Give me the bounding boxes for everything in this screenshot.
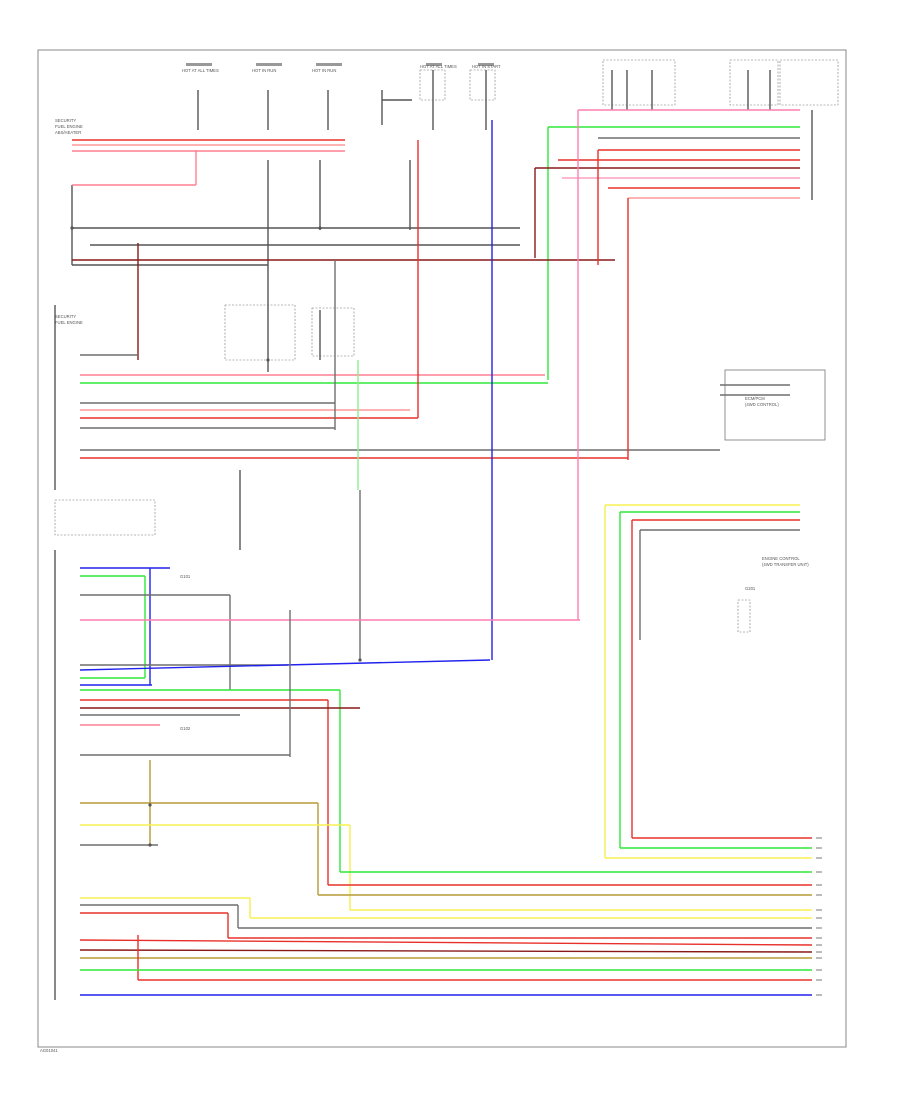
ground-label-2: G102 — [180, 726, 191, 731]
footer-code: AG01041 — [40, 1048, 58, 1053]
fuse-label-1: HOT AT ALL TIMES — [182, 68, 219, 73]
module-bottom-line2: (4WD TRANSFER UNIT) — [762, 562, 809, 567]
module-left-upper-line1: SECURITY — [55, 118, 76, 123]
fuse-label-2: HOT IN RUN — [252, 68, 276, 73]
middle-section: SECURITY FUEL ENGINE ECM/PCM (4WD CONTRO… — [54, 110, 826, 660]
fuse-label-4: HOT AT ALL TIMES — [420, 64, 457, 69]
module-right-line2: (4WD CONTROL) — [745, 402, 779, 407]
fuse-label-3: HOT IN RUN — [312, 68, 336, 73]
module-left-upper-line3: ABS/HEATER — [55, 130, 81, 135]
module-bottom-line1: ENGINE CONTROL — [762, 556, 800, 561]
top-wire-bus — [72, 109, 813, 380]
fuse-label-5: HOT IN START — [472, 64, 501, 69]
module-left-mid-line1: SECURITY — [55, 314, 76, 319]
module-left-upper-line2: FUEL ENGINE — [55, 124, 83, 129]
module-left-mid-line2: FUEL ENGINE — [55, 320, 83, 325]
module-right-line1: ECM/PCM — [745, 396, 765, 401]
ground-label-3: G201 — [745, 586, 756, 591]
top-fuse-section: HOT AT ALL TIMES HOT IN RUN HOT IN RUN H… — [55, 59, 839, 275]
lower-section: ENGINE CONTROL (4WD TRANSFER UNIT) — [54, 226, 822, 1000]
diagram-frame — [37, 49, 847, 1048]
ground-label-1: G101 — [180, 574, 191, 579]
